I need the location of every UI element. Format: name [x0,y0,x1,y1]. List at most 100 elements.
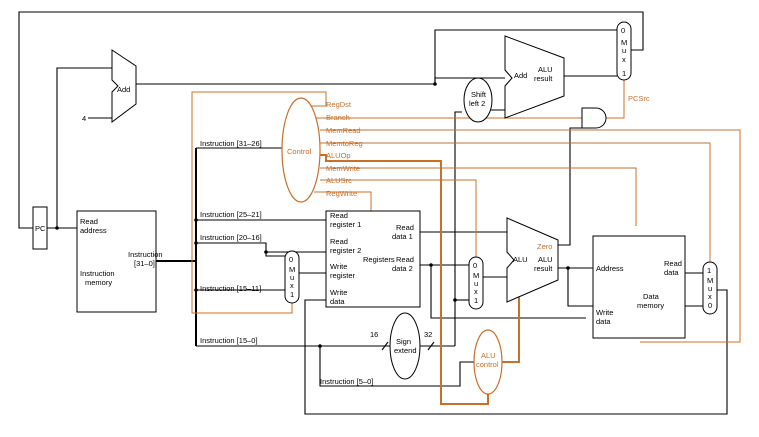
branch-adder-result-1: ALU [538,65,553,74]
svg-text:1: 1 [474,296,478,305]
control-label: Control [287,147,312,156]
branch-adder-result-2: result [534,74,553,83]
signal-regdst: RegDst [326,100,352,109]
signal-regwrite: RegWrite [326,189,357,198]
svg-text:0: 0 [473,261,477,270]
dmem-read-data-1: Read [664,259,682,268]
alu-control-1: ALU [481,351,496,360]
svg-text:M: M [707,276,713,285]
shift-left-2: Shift left 2 [463,77,493,123]
mux-alusrc: 0 M u x 1 [468,256,484,310]
reg-write-data-2: data [330,297,345,306]
svg-text:0: 0 [708,301,712,310]
alu-control: ALU control [473,329,503,395]
imem-read-address-1: Read [80,217,98,226]
svg-text:u: u [290,273,294,282]
pc-register: PC [32,206,48,250]
alu-control-2: control [476,360,499,369]
dmem-address: Address [596,264,624,273]
svg-text:M: M [289,265,295,274]
shift-left-2-label: left 2 [469,99,485,108]
imem-title-1: Instruction [80,269,115,278]
sign-extend-1: Sign [396,337,411,346]
bits-16: 16 [370,330,378,339]
field-op: Instruction [31–26] [200,139,262,148]
pc-adder-label: Add [117,85,130,94]
control-unit: Control [281,97,321,203]
dmem-write-data-1: Write [596,308,613,317]
read-data2-1: Read [396,255,414,264]
reg-read2-2: register 2 [330,246,361,255]
register-file: Read register 1 Read register 2 Write re… [325,210,421,308]
shift-left-1: Shift [471,90,487,99]
svg-text:1: 1 [622,69,626,78]
branch-adder: Add ALU result [504,35,565,119]
signal-memread: MemRead [326,126,361,135]
alu-result-1: ALU [538,255,553,264]
mux-pcsrc: 0 M u x 1 [616,21,632,81]
field-rs: Instruction [25–21] [200,210,262,219]
svg-text:M: M [473,271,479,280]
reg-write-reg-1: Write [330,262,347,271]
imem-instruction-1: Instruction [128,250,163,259]
svg-text:x: x [622,55,626,64]
read-data1-2: data 1 [392,232,413,241]
dmem-title-1: Data [643,292,660,301]
data-memory: Address Read data Write data Data memory [592,235,686,339]
field-imm: Instruction [15–0] [200,336,258,345]
svg-text:u: u [622,46,626,55]
registers-title: Registers [363,255,395,264]
datapath-wires [18,11,728,415]
signal-branch: Branch [326,113,350,122]
svg-text:x: x [474,287,478,296]
svg-text:1: 1 [290,290,294,299]
control-wires [191,80,741,405]
signal-aluop: ALUOp [326,151,351,160]
reg-read1-2: register 1 [330,220,361,229]
svg-text:u: u [474,279,478,288]
sign-extend-2: extend [394,346,417,355]
svg-text:0: 0 [621,26,625,35]
read-data1-1: Read [396,223,414,232]
signal-memwrite: MemWrite [326,164,360,173]
mux-memtoreg: 1 M u x 0 [702,261,718,315]
alu-result-2: result [534,264,553,273]
signal-memtoreg: MemtoReg [326,139,363,148]
signal-pcsrc: PCSrc [628,94,650,103]
branch-adder-label: Add [514,71,527,80]
main-alu: ALU ALU result Zero [506,217,559,303]
dmem-write-data-2: data [596,317,611,326]
pc-adder: Add 4 [82,49,137,123]
dmem-read-data-2: data [664,268,679,277]
imem-read-address-2: address [80,226,107,235]
pc-label: PC [35,224,46,233]
instruction-field-labels: Instruction [31–26] Instruction [25–21] … [200,139,373,386]
svg-text:M: M [621,38,627,47]
svg-text:x: x [290,281,294,290]
reg-read2-1: Read [330,237,348,246]
alu-label: ALU [513,255,528,264]
control-signal-labels: RegDst Branch MemRead MemtoReg ALUOp Mem… [326,94,650,198]
svg-text:x: x [708,292,712,301]
sign-extend: Sign extend 16 32 [370,312,435,380]
svg-text:u: u [708,284,712,293]
branch-and-gate [581,107,607,129]
mux-regdst: 0 M u x 1 [284,250,300,304]
reg-write-reg-2: register [330,271,356,280]
dmem-title-2: memory [637,301,664,310]
zero-label: Zero [537,242,552,251]
field-rt: Instruction [20–16] [200,233,262,242]
imem-instruction-2: [31–0] [134,259,155,268]
signal-alusrc: ALUSrc [326,176,352,185]
reg-read1-1: Read [330,211,348,220]
field-rd: Instruction [15–11] [200,284,261,293]
instruction-memory: Read address Instruction [31–0] Instruct… [76,210,163,313]
junction-dots [55,82,570,348]
imem-title-2: memory [85,278,112,287]
field-funct: Instruction [5–0] [320,377,373,386]
svg-text:1: 1 [707,266,711,275]
svg-text:0: 0 [289,255,293,264]
constant-four: 4 [82,114,86,123]
read-data2-2: data 2 [392,264,413,273]
